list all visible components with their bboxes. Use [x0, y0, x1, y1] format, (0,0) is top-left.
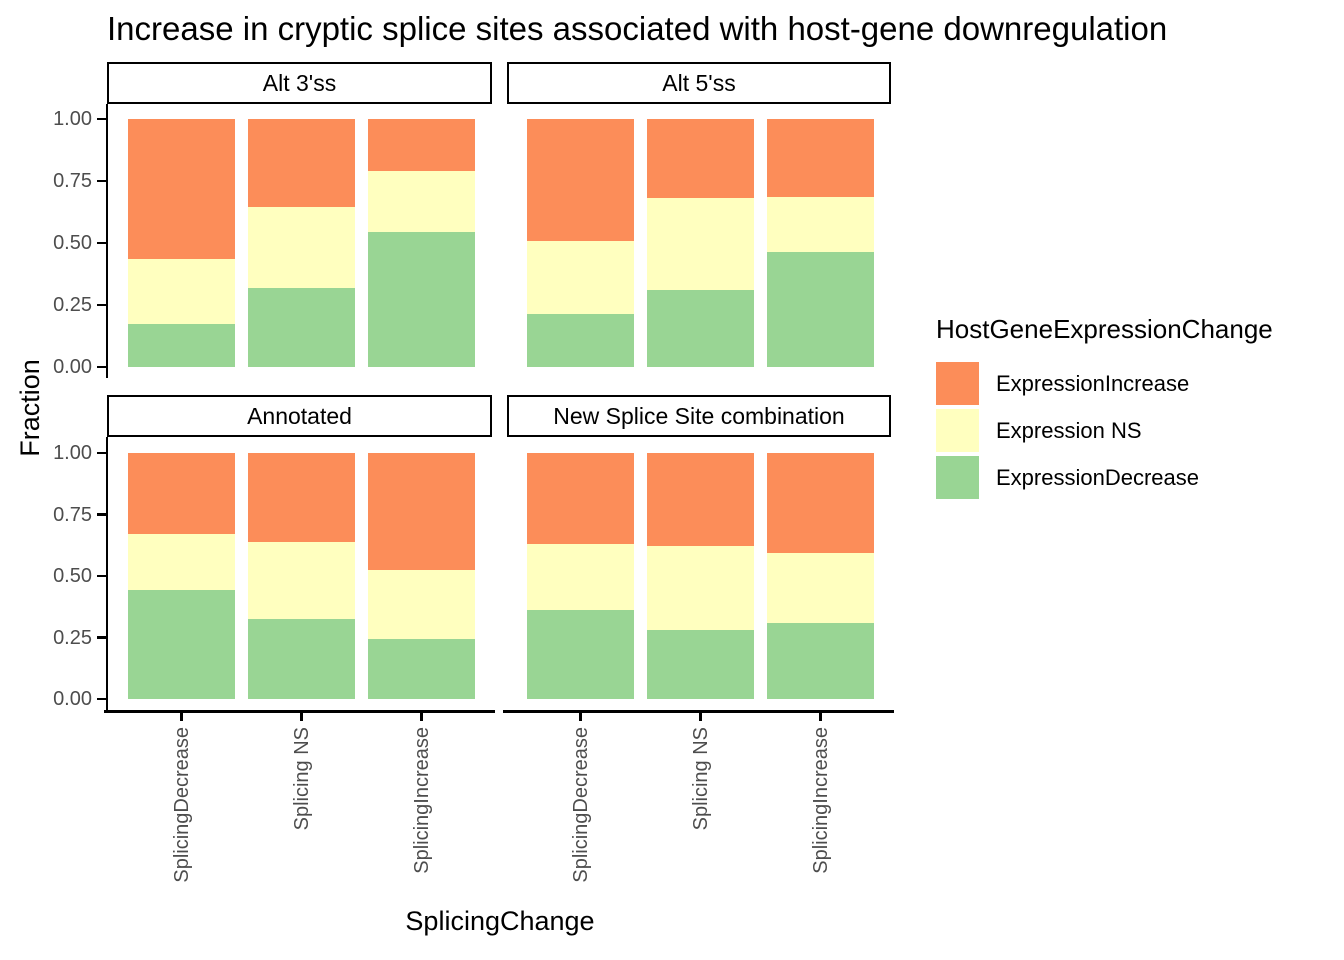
y-axis-tick-label: 0.25 — [53, 294, 92, 316]
y-axis-tick — [97, 513, 106, 516]
x-axis-tick — [579, 712, 582, 721]
y-axis-tick-label: 0.50 — [53, 232, 92, 254]
y-axis-tick-label: 1.00 — [53, 442, 92, 464]
y-axis-tick-label: 0.00 — [53, 688, 92, 710]
legend-swatch-expression-ns — [936, 409, 979, 452]
facet-strip-label: Alt 5'ss — [662, 69, 736, 96]
y-axis-tick-label: 0.50 — [53, 565, 92, 587]
facet-panel-alt-3ss — [108, 104, 492, 380]
bar-segment-expressiondecrease — [767, 251, 874, 367]
y-axis-line — [105, 437, 108, 712]
legend-label: ExpressionIncrease — [996, 370, 1190, 396]
legend-entry: Expression NS — [936, 409, 1273, 452]
y-axis-tick — [97, 574, 106, 578]
bar-segment-expressionincrease — [248, 119, 355, 208]
bar-segment-expression-ns — [767, 552, 874, 623]
y-axis-tick-label: 1.00 — [53, 108, 92, 130]
y-axis-tick — [97, 365, 106, 369]
bar-segment-expressionincrease — [248, 453, 355, 542]
facet-strip-alt-3ss: Alt 3'ss — [107, 62, 492, 104]
facet-strip-alt-5ss: Alt 5'ss — [507, 62, 891, 104]
y-axis-line — [105, 104, 108, 378]
bar-segment-expressiondecrease — [527, 313, 634, 367]
bar-segment-expression-ns — [248, 541, 355, 620]
bar-segment-expressionincrease — [647, 453, 754, 547]
legend-label: ExpressionDecrease — [996, 464, 1199, 490]
bar-segment-expressiondecrease — [128, 323, 235, 367]
x-axis-tick — [420, 712, 423, 721]
bar-segment-expression-ns — [527, 544, 634, 611]
y-axis-tick — [97, 636, 106, 639]
y-axis-tick — [97, 451, 106, 455]
bar-segment-expression-ns — [128, 534, 235, 590]
y-axis-tick-label: 0.75 — [53, 503, 92, 526]
legend-label: Expression NS — [996, 417, 1142, 443]
bar-segment-expressiondecrease — [248, 619, 355, 699]
bar-segment-expression-ns — [368, 171, 475, 232]
y-axis-tick — [97, 697, 106, 701]
bar-segment-expressiondecrease — [368, 638, 475, 699]
chart-title: Increase in cryptic splice sites associa… — [107, 10, 1168, 47]
facet-panel-new-splice-site-combination — [507, 437, 891, 713]
legend-entry: ExpressionDecrease — [936, 456, 1273, 499]
facet-strip-label: Annotated — [247, 402, 352, 429]
bar-segment-expression-ns — [527, 240, 634, 314]
legend-swatch-expression-increase — [936, 362, 979, 405]
x-axis-line — [104, 710, 495, 713]
bar-segment-expressionincrease — [527, 119, 634, 241]
bar-segment-expression-ns — [368, 569, 475, 639]
bar-segment-expressionincrease — [128, 119, 235, 260]
bar-segment-expressiondecrease — [527, 610, 634, 699]
facet-strip-new-splice-site-combination: New Splice Site combination — [507, 395, 891, 437]
x-axis-tick — [180, 712, 183, 721]
bar-segment-expressiondecrease — [128, 589, 235, 699]
y-axis-tick-label: 0.25 — [53, 626, 92, 649]
x-axis-line — [503, 710, 894, 713]
y-axis-tick — [97, 241, 106, 245]
facet-strip-label: Alt 3'ss — [262, 69, 337, 96]
bar-segment-expressionincrease — [767, 119, 874, 198]
facet-strip-annotated: Annotated — [107, 395, 492, 437]
legend: HostGeneExpressionChange ExpressionIncre… — [936, 314, 1273, 503]
y-axis-tick-label: 0.75 — [53, 170, 92, 192]
bar-segment-expressionincrease — [368, 119, 475, 172]
bar-segment-expressiondecrease — [248, 287, 355, 367]
y-axis-tick — [97, 303, 106, 307]
facet-strip-label: New Splice Site combination — [553, 402, 845, 429]
bar-segment-expressionincrease — [767, 453, 874, 553]
bar-segment-expressiondecrease — [647, 630, 754, 699]
bar-segment-expression-ns — [248, 207, 355, 288]
y-axis-tick-label: 0.00 — [53, 356, 92, 378]
x-axis-tick — [819, 712, 822, 721]
legend-swatch-expression-decrease — [936, 456, 979, 499]
x-axis-title: SplicingChange — [405, 906, 595, 936]
bar-segment-expressionincrease — [128, 453, 235, 535]
legend-title: HostGeneExpressionChange — [936, 314, 1273, 344]
bar-segment-expression-ns — [767, 197, 874, 252]
bar-segment-expression-ns — [647, 546, 754, 631]
bar-segment-expressionincrease — [527, 453, 634, 545]
bar-segment-expressiondecrease — [647, 290, 754, 367]
bar-segment-expression-ns — [647, 198, 754, 291]
bar-segment-expressiondecrease — [767, 622, 874, 699]
facet-panel-annotated — [108, 437, 492, 713]
bar-segment-expression-ns — [128, 259, 235, 324]
facet-panel-alt-5ss — [507, 104, 891, 380]
x-axis-tick — [300, 712, 303, 721]
legend-entry: ExpressionIncrease — [936, 362, 1273, 405]
y-axis-tick — [97, 179, 106, 183]
bar-segment-expressiondecrease — [368, 231, 475, 367]
y-axis-tick — [97, 117, 106, 121]
bar-segment-expressionincrease — [368, 453, 475, 570]
bar-segment-expressionincrease — [647, 119, 754, 199]
x-axis-tick — [699, 712, 702, 721]
